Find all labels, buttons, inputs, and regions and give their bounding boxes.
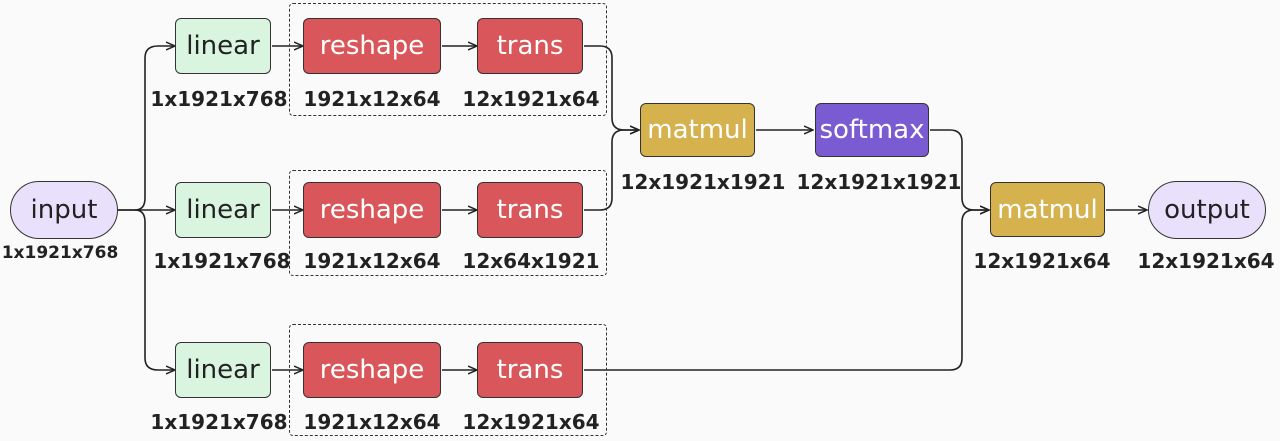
reshape-node-1-label: reshape (319, 31, 425, 61)
linear-1-shape-label: 1x1921x768 (150, 87, 288, 111)
linear-2-shape-label: 1x1921x768 (153, 249, 291, 273)
trans-node-3-label: trans (496, 355, 564, 385)
edge-input-to-linear1 (118, 46, 174, 211)
reshape-3-shape-label: 1921x12x64 (303, 410, 441, 434)
trans-node-2: trans (477, 182, 583, 238)
edge-softmax-matmul2 (930, 129, 988, 210)
input-node: input (10, 181, 118, 239)
reshape-2-shape-label: 1921x12x64 (303, 249, 441, 273)
linear-node-1: linear (175, 18, 271, 74)
matmul-1-shape-label: 12x1921x1921 (620, 170, 786, 194)
softmax-node-label: softmax (819, 115, 925, 145)
linear-node-2: linear (175, 182, 271, 238)
reshape-node-1: reshape (303, 18, 441, 74)
reshape-node-3: reshape (303, 342, 441, 398)
linear-3-shape-label: 1x1921x768 (150, 410, 288, 434)
trans-2-shape-label: 12x64x1921 (462, 249, 600, 273)
input-shape-label: 1x1921x768 (1, 243, 119, 263)
edge-input-to-linear3 (134, 209, 174, 370)
edge-trans3-matmul2 (584, 210, 988, 371)
matmul-node-2-label: matmul (997, 194, 1098, 225)
linear-node-3-label: linear (186, 355, 260, 385)
output-node: output (1148, 181, 1266, 239)
matmul-2-shape-label: 12x1921x64 (973, 249, 1111, 273)
output-shape-label: 12x1921x64 (1137, 249, 1275, 273)
linear-node-3: linear (175, 342, 271, 398)
trans-node-1-label: trans (496, 31, 564, 61)
trans-1-shape-label: 12x1921x64 (462, 87, 600, 111)
linear-node-2-label: linear (186, 195, 260, 225)
trans-node-2-label: trans (496, 195, 564, 225)
reshape-node-2-label: reshape (319, 195, 425, 225)
reshape-node-3-label: reshape (319, 355, 425, 385)
softmax-shape-label: 12x1921x1921 (796, 170, 962, 194)
reshape-1-shape-label: 1921x12x64 (303, 87, 441, 111)
edge-trans2-matmul1 (584, 130, 638, 211)
branch3-group (289, 324, 607, 436)
matmul-node-1-label: matmul (647, 115, 748, 145)
branch2-group (289, 170, 607, 276)
edge-trans1-matmul1 (584, 45, 638, 130)
trans-node-3: trans (477, 342, 583, 398)
linear-node-1-label: linear (186, 31, 260, 61)
softmax-node: softmax (815, 103, 929, 157)
trans-node-1: trans (477, 18, 583, 74)
trans-3-shape-label: 12x1921x64 (462, 410, 600, 434)
input-node-label: input (30, 195, 98, 225)
reshape-node-2: reshape (303, 182, 441, 238)
output-node-label: output (1164, 195, 1250, 225)
matmul-node-2: matmul (990, 182, 1105, 237)
matmul-node-1: matmul (640, 103, 755, 157)
branch1-group (289, 3, 607, 116)
